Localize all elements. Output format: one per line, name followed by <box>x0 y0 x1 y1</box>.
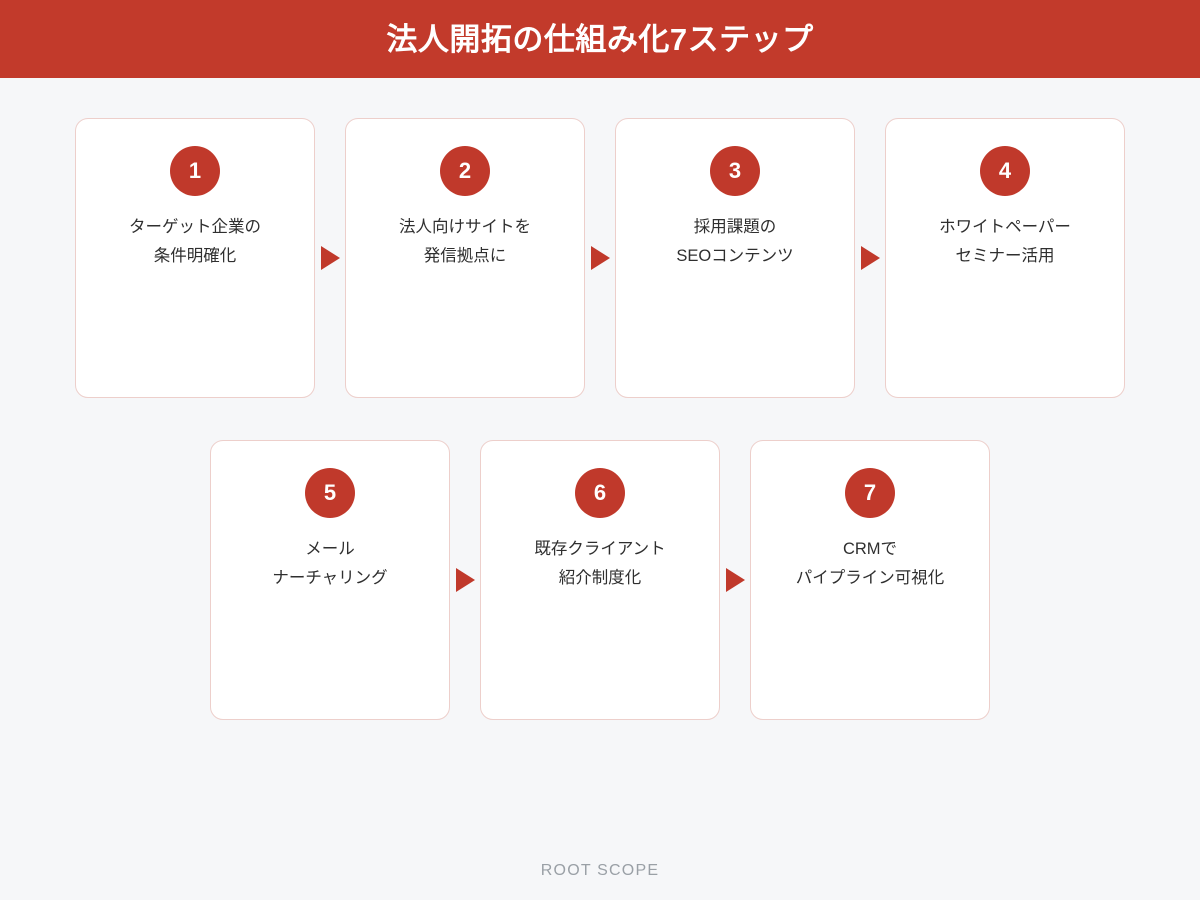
arrow-right-icon <box>726 568 745 592</box>
step-number-badge: 5 <box>305 468 355 518</box>
step-number-badge: 4 <box>980 146 1030 196</box>
step-label: 法人向けサイトを 発信拠点に <box>399 218 531 265</box>
step-number-badge: 1 <box>170 146 220 196</box>
step-label: ターゲット企業の 条件明確化 <box>129 218 261 265</box>
step-card-3[interactable]: 3 採用課題の SEOコンテンツ <box>615 118 855 398</box>
step-card-1[interactable]: 1 ターゲット企業の 条件明確化 <box>75 118 315 398</box>
flow-connector-6-7 <box>720 440 750 720</box>
step-number-badge: 2 <box>440 146 490 196</box>
step-label: 採用課題の SEOコンテンツ <box>676 218 794 265</box>
step-row-bottom: 5 メール ナーチャリング 6 既存クライアント 紹介制度化 7 CRMで パイ… <box>210 440 990 720</box>
arrow-right-icon <box>456 568 475 592</box>
step-label: メール ナーチャリング <box>272 540 388 587</box>
flow-connector-1-2 <box>315 118 345 398</box>
step-card-2[interactable]: 2 法人向けサイトを 発信拠点に <box>345 118 585 398</box>
step-card-6[interactable]: 6 既存クライアント 紹介制度化 <box>480 440 720 720</box>
step-card-4[interactable]: 4 ホワイトペーパー セミナー活用 <box>885 118 1125 398</box>
arrow-right-icon <box>321 246 340 270</box>
step-label: ホワイトペーパー セミナー活用 <box>939 218 1071 265</box>
step-flow-diagram: 1 ターゲット企業の 条件明確化 2 法人向けサイトを 発信拠点に 3 採用課題… <box>0 78 1200 838</box>
flow-connector-2-3 <box>585 118 615 398</box>
arrow-right-icon <box>861 246 880 270</box>
page-title: 法人開拓の仕組み化7ステップ <box>386 21 814 57</box>
arrow-right-icon <box>591 246 610 270</box>
flow-connector-5-6 <box>450 440 480 720</box>
flow-connector-3-4 <box>855 118 885 398</box>
step-card-5[interactable]: 5 メール ナーチャリング <box>210 440 450 720</box>
step-number-badge: 6 <box>575 468 625 518</box>
step-row-top: 1 ターゲット企業の 条件明確化 2 法人向けサイトを 発信拠点に 3 採用課題… <box>75 118 1125 398</box>
step-number-badge: 3 <box>710 146 760 196</box>
step-card-7[interactable]: 7 CRMで パイプライン可視化 <box>750 440 990 720</box>
header-banner: 法人開拓の仕組み化7ステップ <box>0 0 1200 78</box>
step-label: CRMで パイプライン可視化 <box>795 540 945 587</box>
step-label: 既存クライアント 紹介制度化 <box>534 540 666 587</box>
footer-brand: ROOT SCOPE <box>540 862 660 879</box>
step-number-badge: 7 <box>845 468 895 518</box>
